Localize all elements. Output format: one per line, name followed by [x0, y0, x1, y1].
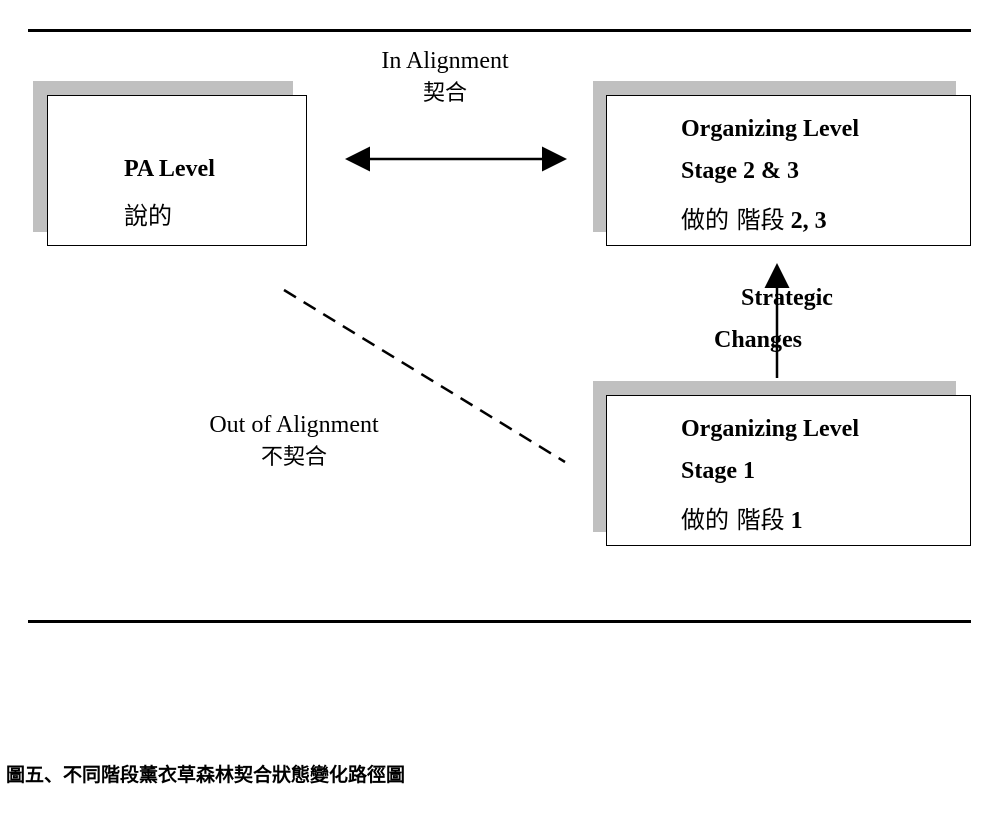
org-high-subtitle: 做的 階段 2, 3: [681, 200, 827, 235]
org-high-subtitle-cjk: 做的 階段: [681, 206, 785, 234]
out-of-alignment-en: Out of Alignment: [209, 412, 379, 438]
org-low-subtitle: 做的 階段 1: [681, 500, 803, 535]
strategic-label-line2: Changes: [714, 327, 803, 353]
out-of-alignment-label: Out of Alignment 不契合: [184, 412, 404, 471]
in-alignment-label: In Alignment 契合: [360, 48, 530, 107]
in-alignment-en: In Alignment: [381, 48, 509, 74]
organizing-level-stage-2-3-box: Organizing Level Stage 2 & 3 做的 階段 2, 3: [606, 95, 971, 246]
pa-level-box: PA Level 說的: [47, 95, 307, 246]
figure-caption: 圖五、不同階段薰衣草森林契合狀態變化路徑圖: [6, 764, 406, 786]
pa-level-title: PA Level: [124, 156, 215, 182]
org-high-title: Organizing Level: [681, 116, 859, 142]
bottom-rule: [28, 620, 971, 623]
organizing-level-stage-1-box: Organizing Level Stage 1 做的 階段 1: [606, 395, 971, 546]
out-of-alignment-zh: 不契合: [260, 445, 327, 470]
top-rule: [28, 29, 971, 32]
in-alignment-zh: 契合: [422, 81, 467, 106]
org-high-stage: Stage 2 & 3: [681, 158, 799, 184]
strategic-label-line1: Strategic: [741, 285, 833, 311]
out-of-alignment-dashed-line: [283, 288, 566, 464]
org-low-title: Organizing Level: [681, 416, 859, 442]
org-low-subtitle-cjk: 做的 階段: [681, 506, 785, 534]
pa-level-subtitle: 說的: [124, 202, 172, 230]
org-high-subtitle-num: 2, 3: [790, 208, 827, 234]
org-low-stage: Stage 1: [681, 458, 755, 484]
org-low-subtitle-num: 1: [790, 508, 803, 534]
